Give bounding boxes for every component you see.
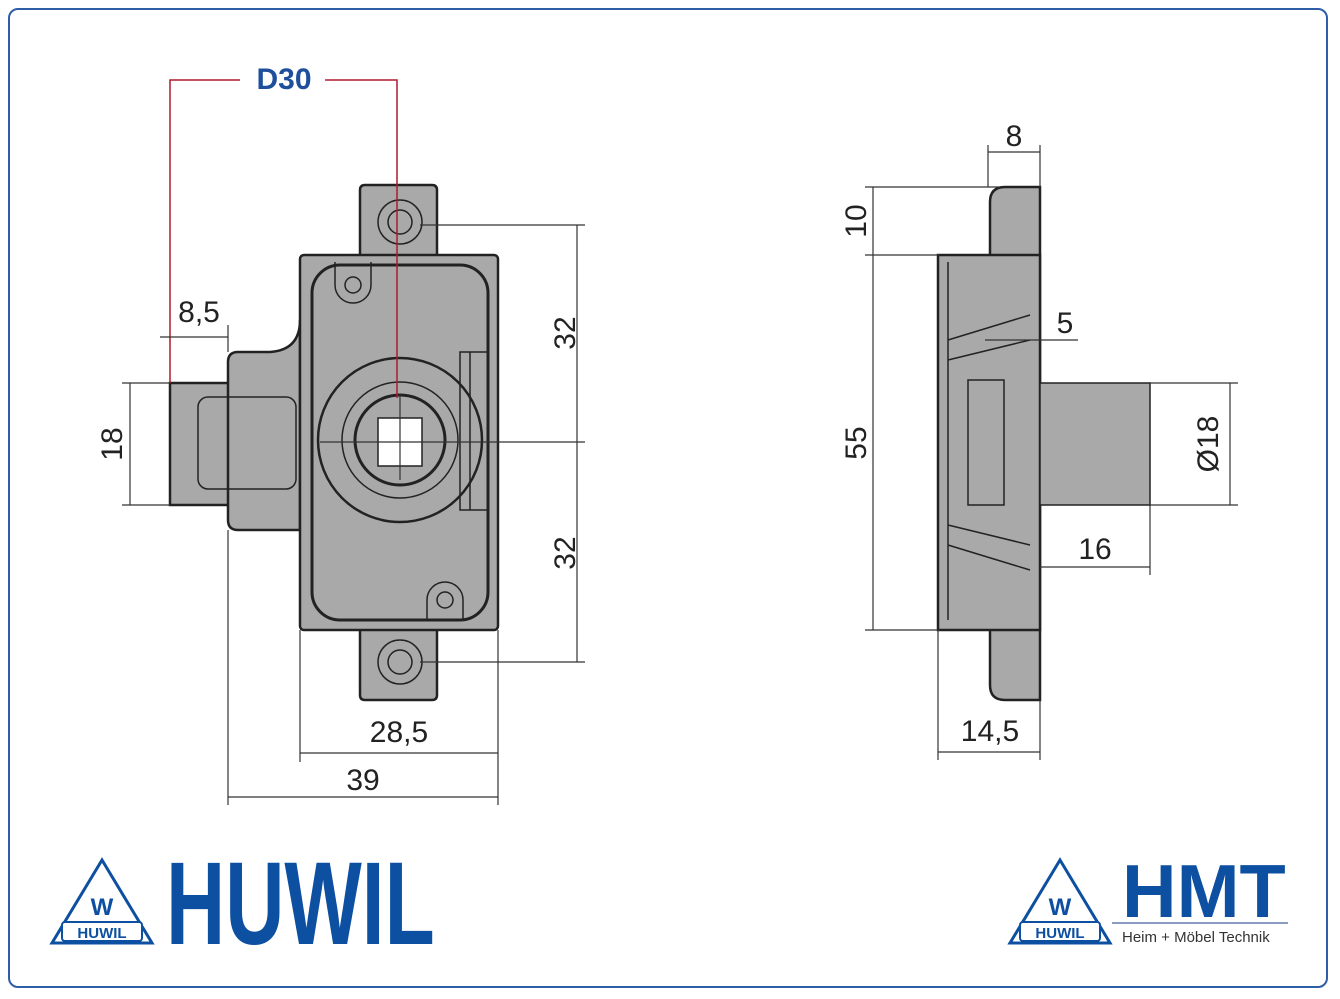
side-body-detail [947, 262, 1031, 620]
dim-depth-step: 5 [1057, 307, 1074, 340]
rotor-outer [341, 381, 459, 499]
d30-label: D30 [256, 63, 311, 96]
dim-cylinder-length: 16 [1078, 533, 1111, 566]
mount-hole-top [344, 276, 362, 294]
screw-hole-top-inner [387, 209, 413, 235]
side-bolt-slot [967, 379, 1005, 506]
dim-body-depth: 14,5 [961, 715, 1019, 748]
side-strip [459, 351, 489, 511]
hmt-tagline: Heim + Möbel Technik [1122, 929, 1270, 946]
cylinder [1039, 382, 1151, 506]
rotor-ring [316, 356, 484, 524]
dim-lower-spacing: 32 [549, 536, 582, 569]
d30-dimension-line [169, 79, 398, 398]
front-dimensions: D30 8,5 18 32 32 28,5 39 [96, 63, 585, 805]
bottom-tab [358, 626, 439, 702]
bolt-window [197, 396, 297, 490]
top-tab [358, 183, 439, 260]
left-wing [226, 319, 302, 532]
hmt-logo: W HUWIL HMT Heim + Möbel Technik [1007, 850, 1288, 946]
side-view [936, 185, 1151, 702]
hmt-w-mark: W [1049, 894, 1072, 921]
front-view [168, 183, 585, 702]
dim-upper-spacing: 32 [549, 316, 582, 349]
huwil-mark-text: HUWIL [77, 925, 126, 942]
dim-flange-thickness: 8 [1006, 120, 1023, 153]
dim-body-height: 55 [840, 426, 873, 459]
hmt-wordmark: HMT [1122, 850, 1286, 934]
dim-cylinder-diameter: Ø18 [1192, 416, 1225, 473]
dim-flange-top: 10 [840, 204, 873, 237]
mount-boss-bottom [426, 581, 464, 620]
dim-body-width: 28,5 [370, 716, 428, 749]
screw-hole-top [377, 199, 423, 245]
hmt-mark-text: HUWIL [1035, 925, 1084, 942]
huwil-wordmark: HUWIL [166, 837, 435, 969]
side-body [936, 253, 1042, 632]
dim-bolt-height: 18 [96, 427, 129, 460]
huwil-w-mark: W [91, 894, 114, 921]
screw-hole-bottom-inner [387, 649, 413, 675]
dim-offset-left: 8,5 [178, 296, 220, 329]
huwil-logo: W HUWIL HUWIL [49, 837, 435, 970]
drawing-frame [8, 8, 1328, 988]
mount-boss-top [334, 262, 372, 304]
dim-total-width: 39 [346, 764, 379, 797]
side-dimensions: 8 10 55 5 Ø18 16 14,5 [840, 120, 1238, 760]
mount-hole-bottom [436, 591, 454, 609]
